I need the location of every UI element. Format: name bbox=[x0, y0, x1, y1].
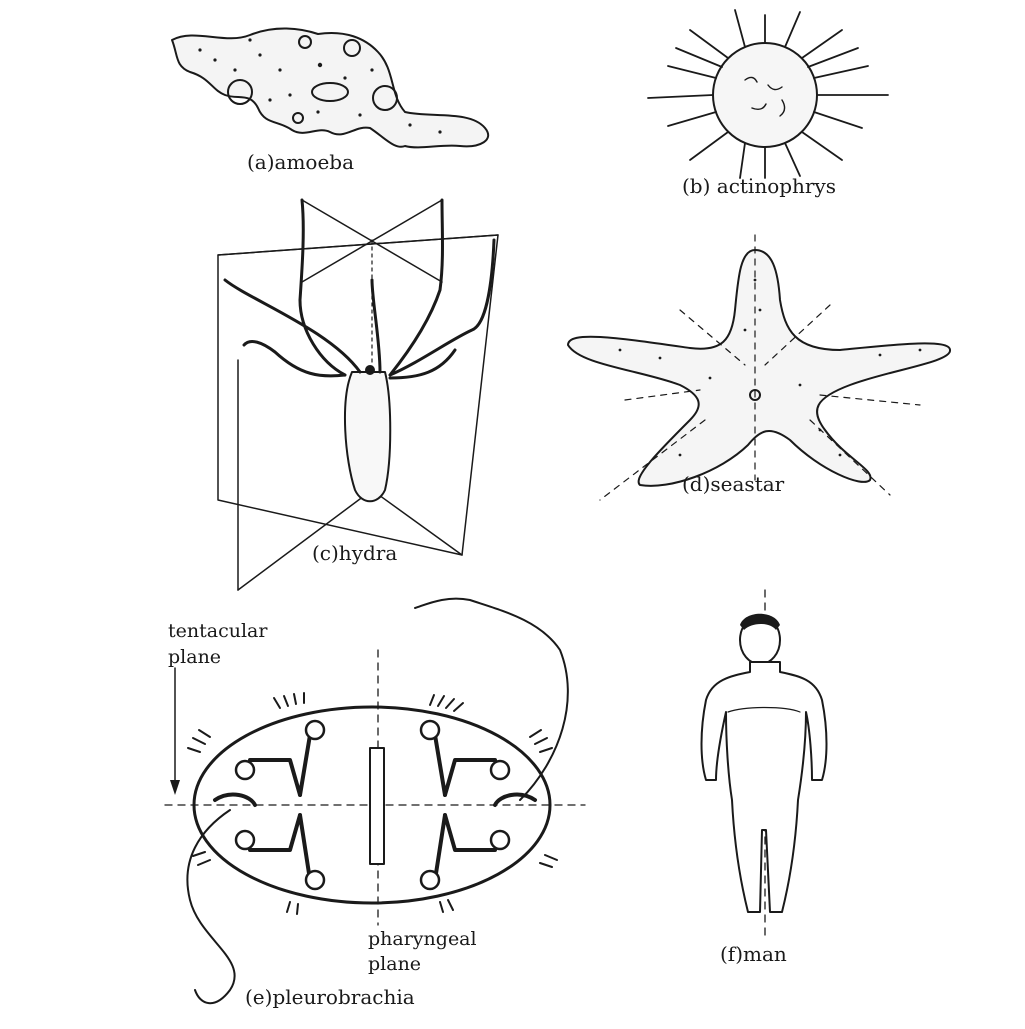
pleurobrachia-label: (e)pleurobrachia bbox=[245, 987, 415, 1007]
hydra-drawing bbox=[218, 200, 498, 590]
amoeba-label: (a)amoeba bbox=[247, 152, 354, 172]
man-drawing bbox=[702, 590, 827, 935]
man-label: (f)man bbox=[720, 944, 787, 964]
amoeba-drawing bbox=[172, 28, 488, 147]
seastar-drawing bbox=[568, 235, 950, 500]
hydra-label: (c)hydra bbox=[312, 543, 397, 563]
pharyngeal-plane-label-line2: plane bbox=[368, 955, 421, 974]
tentacular-plane-label-line2: plane bbox=[168, 648, 221, 667]
actinophrys-drawing bbox=[648, 10, 888, 178]
pharyngeal-plane-label-line1: pharyngeal bbox=[368, 930, 477, 949]
tentacular-plane-label-line1: tentacular bbox=[168, 622, 267, 641]
seastar-label: (d)seastar bbox=[682, 474, 784, 494]
actinophrys-label: (b) actinophrys bbox=[682, 176, 836, 196]
